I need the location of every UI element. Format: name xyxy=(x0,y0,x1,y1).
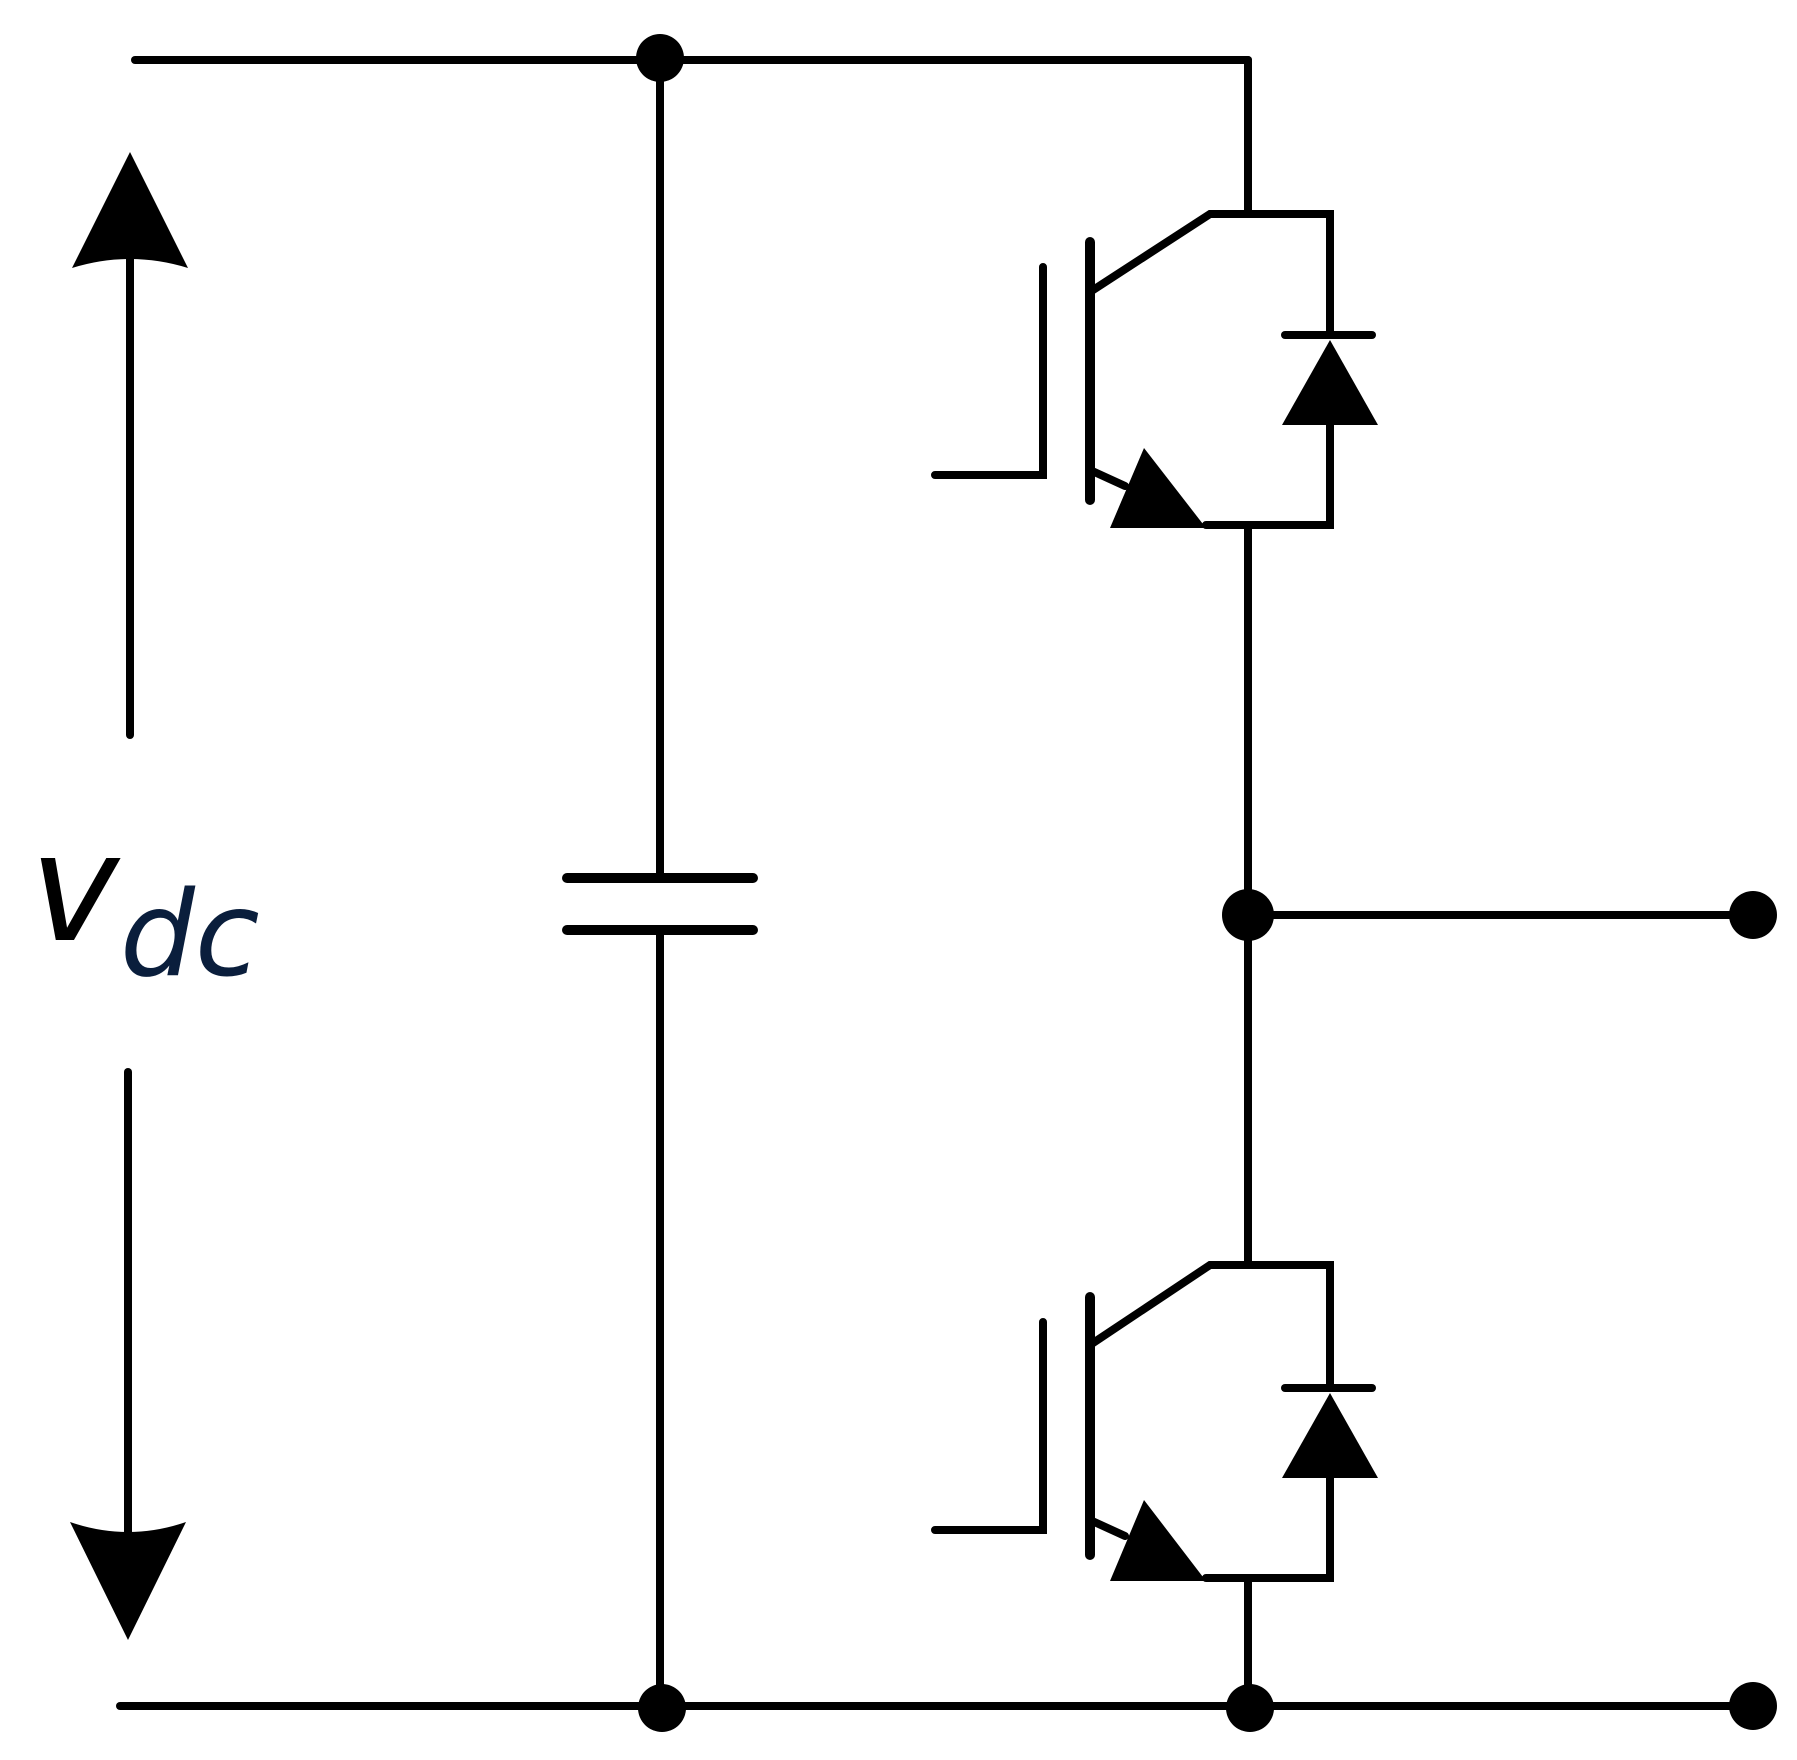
lower-freewheel-diode xyxy=(1281,1384,1378,1478)
voltage-label-subscript: dc xyxy=(120,865,260,1003)
lower-diode-triangle-icon xyxy=(1282,1393,1378,1478)
upper-igbt-emitter-arrow-icon xyxy=(1110,448,1206,528)
lower-igbt-emitter-arrow-icon xyxy=(1110,1500,1206,1581)
dc-link-capacitor xyxy=(562,56,758,1710)
upper-freewheel-diode xyxy=(1281,331,1378,425)
junction-dot-capacitor-top xyxy=(636,34,684,82)
lower-igbt-switch xyxy=(931,1261,1334,1582)
voltage-arrow-down xyxy=(70,1068,186,1640)
output-terminal-negative xyxy=(1729,1682,1777,1730)
upper-diode-triangle-icon xyxy=(1282,340,1378,425)
junction-dot-capacitor-bottom xyxy=(638,1684,686,1732)
voltage-arrow-up xyxy=(72,152,188,739)
voltage-label-main: v xyxy=(30,802,121,976)
voltage-label: v dc xyxy=(30,802,260,1003)
upper-igbt-switch xyxy=(931,210,1334,529)
